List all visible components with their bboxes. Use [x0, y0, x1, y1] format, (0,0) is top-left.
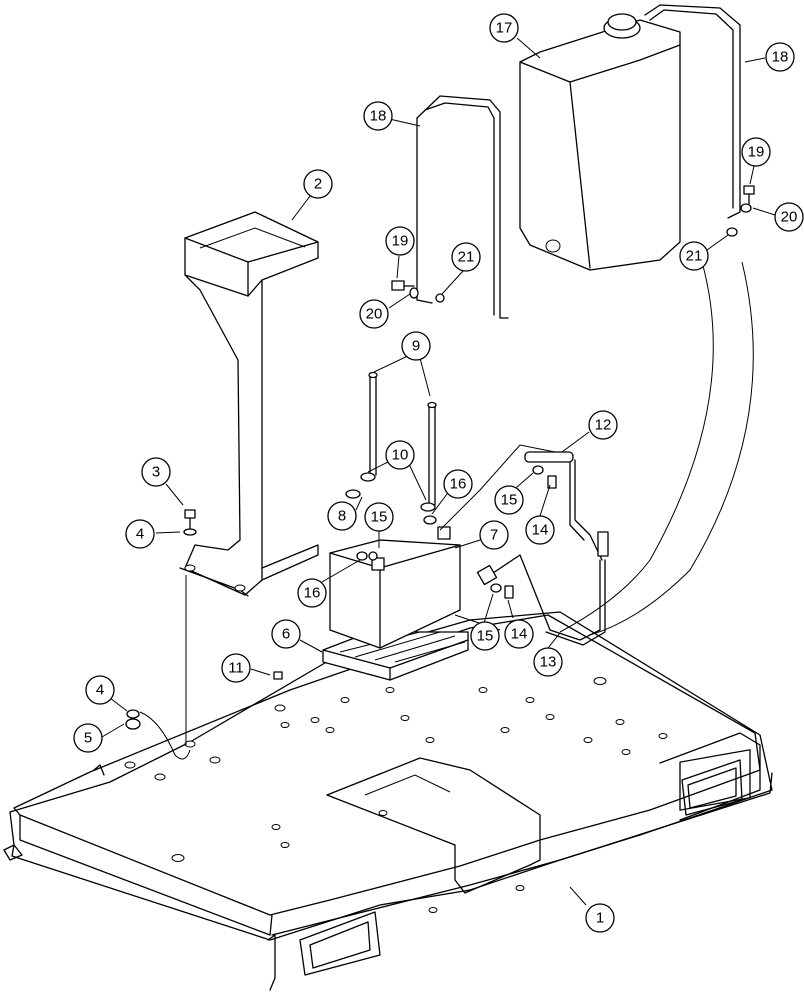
- callout-label: 17: [496, 20, 513, 37]
- callout-bubble: 16: [443, 469, 473, 499]
- callout-label: 9: [412, 338, 420, 355]
- mounting-holes: [124, 677, 668, 913]
- reservoir-tank: [519, 13, 681, 271]
- callout-bubble: 15: [470, 621, 500, 651]
- callout-label: 16: [450, 476, 467, 493]
- callout-label: 19: [392, 233, 409, 250]
- callout-bubble: 4: [85, 675, 115, 705]
- callout-label: 13: [540, 654, 557, 671]
- callout-bubble: 1: [585, 903, 615, 933]
- callout-label: 21: [458, 249, 475, 266]
- hold-down-rods: [368, 371, 437, 506]
- tank-straps: [416, 4, 741, 319]
- callout-bubble: 11: [221, 653, 251, 683]
- callout-label: 4: [96, 682, 104, 699]
- callout-bubble: 18: [765, 42, 795, 72]
- callout-label: 6: [282, 626, 290, 643]
- battery-cables: [439, 444, 609, 646]
- callout-label: 5: [84, 730, 92, 747]
- callout-label: 3: [152, 464, 160, 481]
- callout-bubble: 6: [271, 619, 301, 649]
- callout-bubble: 9: [401, 331, 431, 361]
- callout-bubble: 15: [364, 502, 394, 532]
- callout-label: 14: [532, 522, 549, 539]
- callout-bubble: 16: [297, 578, 327, 608]
- callout-bubble: 19: [741, 137, 771, 167]
- callout-label: 21: [686, 248, 703, 265]
- callout-label: 15: [477, 628, 494, 645]
- callout-bubble: 20: [774, 202, 804, 232]
- callout-bubble: 21: [451, 242, 481, 272]
- callout-bubble: 5: [73, 723, 103, 753]
- callout-label: 19: [748, 144, 765, 161]
- callout-label: 4: [136, 526, 144, 543]
- callout-bubble: 3: [141, 457, 171, 487]
- callout-label: 18: [370, 108, 387, 125]
- callout-bubble: 14: [504, 619, 534, 649]
- callout-bubble: 15: [494, 485, 524, 515]
- battery: [329, 526, 461, 649]
- callout-bubble: 7: [479, 520, 509, 550]
- callout-label: 20: [781, 209, 798, 226]
- callout-label: 16: [304, 585, 321, 602]
- callout-label: 2: [314, 176, 322, 193]
- callout-label: 8: [338, 508, 346, 525]
- callout-bubble: 13: [533, 647, 563, 677]
- hardware: [125, 185, 755, 730]
- callout-label: 1: [596, 910, 604, 927]
- callout-bubble: 14: [525, 515, 555, 545]
- callout-bubble: 21: [679, 241, 709, 271]
- callout-bubble: 19: [385, 226, 415, 256]
- callout-bubble: 18: [363, 101, 393, 131]
- callout-label: 18: [772, 49, 789, 66]
- callout-label: 7: [490, 527, 498, 544]
- base-plate: [3, 611, 773, 991]
- callouts: 1 2 3 4 4 5 6 7 8 9 10 11 12 13 14 14 15…: [73, 13, 804, 933]
- callout-label: 20: [366, 306, 383, 323]
- callout-label: 12: [595, 417, 612, 434]
- callout-bubble: 4: [125, 519, 155, 549]
- callout-label: 11: [228, 660, 244, 677]
- callout-bubble: 2: [303, 169, 333, 199]
- callout-bubble: 17: [489, 13, 519, 43]
- air-duct: [179, 211, 319, 597]
- callout-label: 15: [371, 509, 388, 526]
- callout-label: 10: [392, 447, 409, 464]
- callout-bubble: 10: [385, 440, 415, 470]
- callout-bubble: 20: [359, 299, 389, 329]
- callout-label: 15: [501, 492, 518, 509]
- callout-bubble: 12: [588, 410, 618, 440]
- callout-bubble: 8: [327, 501, 357, 531]
- callout-label: 14: [511, 626, 528, 643]
- leader-lines: [101, 37, 776, 906]
